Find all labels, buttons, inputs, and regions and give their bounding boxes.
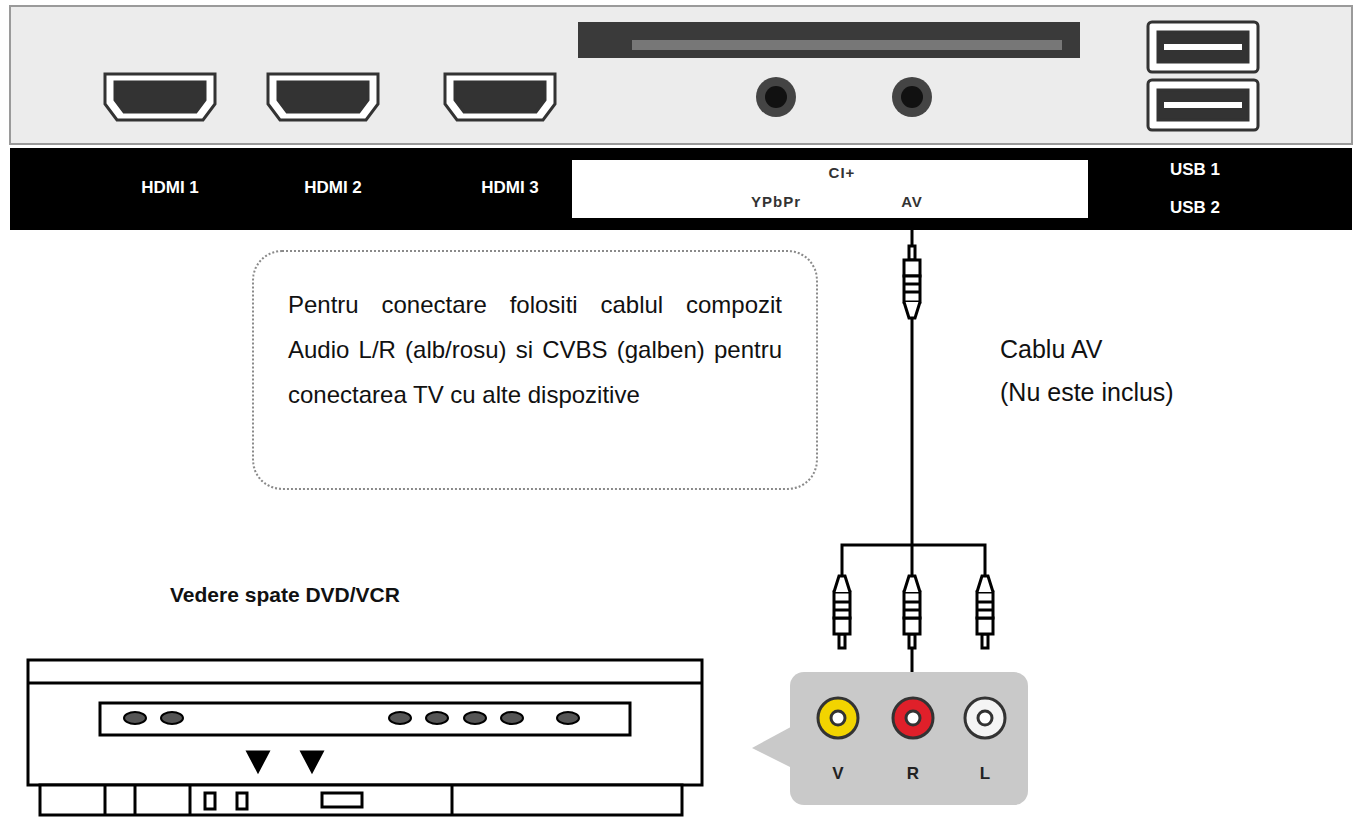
port-label: AV (901, 193, 923, 210)
av-cable (834, 246, 993, 648)
note-box: Pentru conectare folositi cablul compozi… (252, 250, 818, 490)
cable-note: (Nu este inclus) (1000, 378, 1174, 407)
port-label-band: HDMI 1 HDMI 2 HDMI 3 USB 1 USB 2 CI+ YPbPr AV (10, 148, 1352, 230)
port-label: HDMI 1 (141, 178, 199, 198)
jack-panel: VRL (790, 672, 1028, 805)
dvd-vcr-rear (28, 660, 702, 815)
rca-plug (834, 576, 850, 648)
port-label: R (907, 764, 919, 784)
tv-panel (10, 6, 1352, 144)
port-label: USB 2 (1170, 198, 1220, 218)
rca-plug (904, 576, 920, 648)
device-caption: Vedere spate DVD/VCR (170, 583, 400, 607)
rca-plug (977, 576, 993, 648)
jack-sockets (756, 77, 932, 117)
port-label: USB 1 (1170, 160, 1220, 180)
ci-slot (578, 22, 1080, 58)
rca-jacks (790, 672, 1028, 805)
hdmi-ports (105, 74, 555, 120)
note-text: Pentru conectare folositi cablul compozi… (288, 282, 782, 417)
port-label: HDMI 2 (304, 178, 362, 198)
port-label: CI+ (829, 164, 856, 181)
port-label: YPbPr (751, 193, 801, 210)
av-label-box: CI+ YPbPr AV (572, 160, 1088, 218)
ci-slot-inner (632, 40, 1062, 50)
port-label: HDMI 3 (481, 178, 539, 198)
port-label: L (980, 764, 990, 784)
rca-plug (904, 246, 920, 318)
port-label: V (832, 764, 843, 784)
usb-ports (1148, 22, 1258, 130)
cable-label: Cablu AV (1000, 335, 1102, 364)
